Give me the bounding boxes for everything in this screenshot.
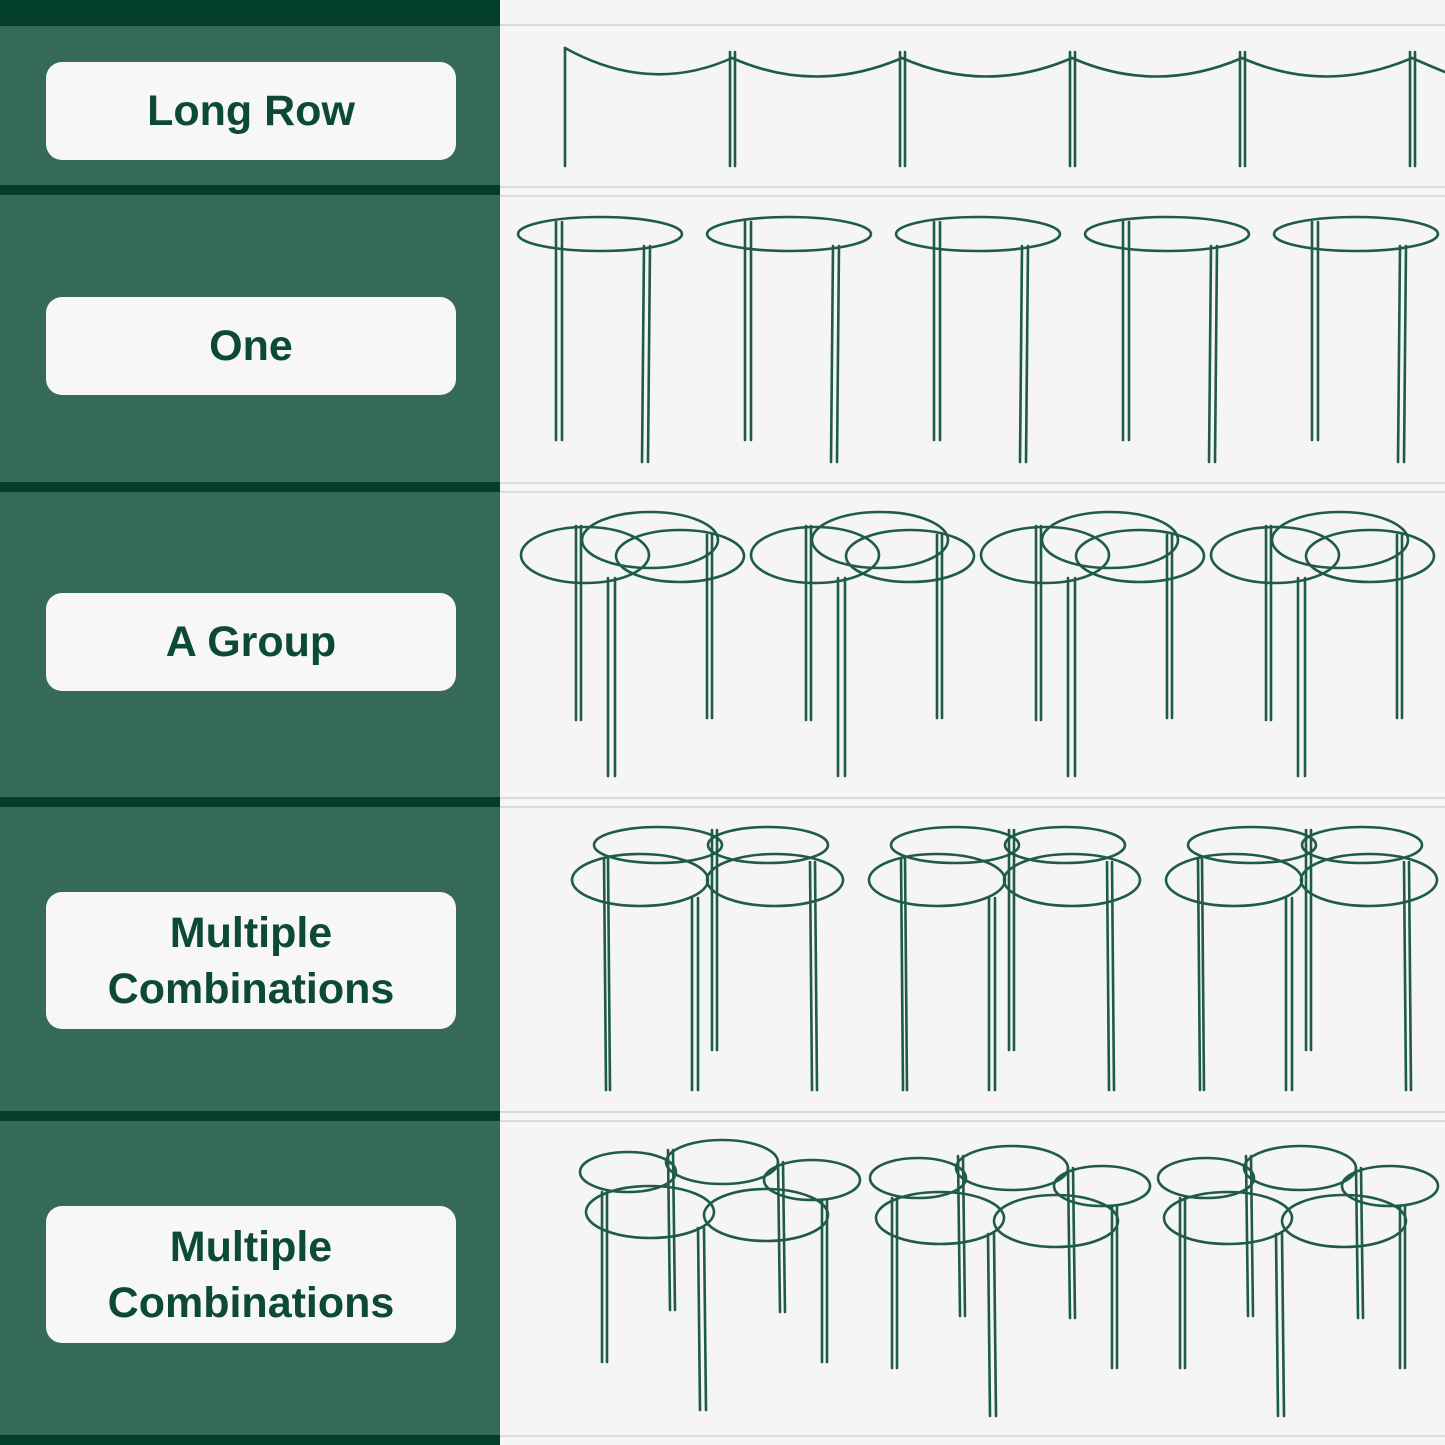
label-multiple-combinations-1: Multiple Combinations	[46, 892, 456, 1029]
band-3	[0, 797, 500, 807]
label-long-row: Long Row	[46, 62, 456, 160]
row-divider	[500, 1111, 1445, 1113]
plant-support-illustrations	[516, 46, 1445, 1418]
long-row-stakes-icon	[563, 46, 1445, 168]
row-divider	[500, 491, 1445, 493]
label-text: One	[209, 322, 293, 370]
left-panel	[0, 0, 500, 1445]
label-text: A Group	[165, 618, 337, 666]
row-divider	[500, 186, 1445, 188]
row-divider	[500, 1435, 1445, 1437]
band-1	[0, 185, 500, 195]
band-4	[0, 1111, 500, 1121]
row-divider	[500, 24, 1445, 26]
label-multiple-combinations-2: Multiple Combinations	[46, 1206, 456, 1343]
label-a-group: A Group	[46, 593, 456, 691]
row-divider	[500, 482, 1445, 484]
label-text: Long Row	[147, 87, 355, 135]
row-divider	[500, 797, 1445, 799]
band-top	[0, 0, 500, 26]
row-divider	[500, 806, 1445, 808]
triple-stakes-icon	[570, 825, 1439, 1092]
single-stakes-icon	[516, 215, 1440, 464]
band-bottom	[0, 1435, 500, 1445]
group-stakes-icon	[519, 510, 1436, 778]
quad-stakes-icon	[578, 1138, 1440, 1418]
label-text: Multiple Combinations	[107, 1222, 395, 1327]
band-2	[0, 482, 500, 492]
row-divider	[500, 1120, 1445, 1122]
label-text: Multiple Combinations	[107, 908, 395, 1013]
row-divider	[500, 195, 1445, 197]
label-one: One	[46, 297, 456, 395]
